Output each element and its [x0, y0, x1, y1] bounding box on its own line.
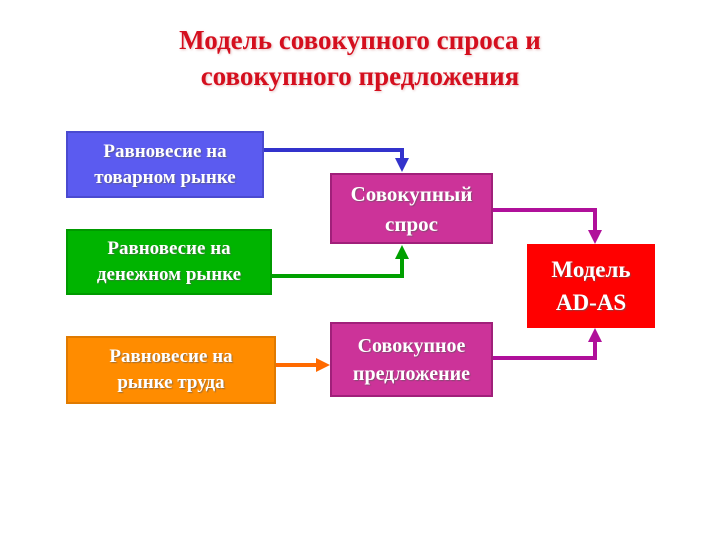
arrow-demand-to-model: [493, 208, 602, 244]
aggregate-supply-line-2: предложение: [352, 362, 471, 385]
arrow-goods-to-demand: [264, 148, 409, 172]
money-market-line-1: Равновесие на: [107, 238, 231, 259]
aggregate-supply-box: Совокупное предложение: [330, 322, 493, 397]
labor-market-line-1: Равновесие на: [109, 346, 233, 367]
arrow-money-to-demand: [272, 245, 409, 278]
aggregate-demand-box: Совокупный спрос: [330, 173, 493, 244]
labor-market-line-2: рынке труда: [117, 372, 225, 393]
money-market-equilibrium-box: Равновесие на денежном рынке: [66, 229, 272, 295]
title-line-2: совокупного предложения: [200, 61, 520, 91]
goods-market-equilibrium-box: Равновесие на товарном рынке: [66, 131, 264, 198]
goods-market-line-2: товарном рынке: [94, 166, 236, 188]
title-line-1: Модель совокупного спроса и: [179, 25, 541, 55]
money-market-line-2: денежном рынке: [96, 264, 242, 285]
ad-as-model-line-1: Модель: [551, 257, 631, 282]
arrow-supply-to-model: [493, 328, 602, 360]
aggregate-demand-line-1: Совокупный: [350, 181, 473, 206]
ad-as-model-line-2: AD-AS: [555, 290, 627, 315]
aggregate-demand-line-2: спрос: [385, 211, 438, 236]
goods-market-line-1: Равновесие на: [103, 140, 227, 162]
arrow-labor-to-supply: [276, 358, 330, 372]
page-title: Модель совокупного спроса и совокупного …: [0, 22, 720, 94]
ad-as-model-box: Модель AD-AS: [527, 244, 655, 328]
aggregate-supply-line-1: Совокупное: [357, 334, 466, 357]
labor-market-equilibrium-box: Равновесие на рынке труда: [66, 336, 276, 404]
